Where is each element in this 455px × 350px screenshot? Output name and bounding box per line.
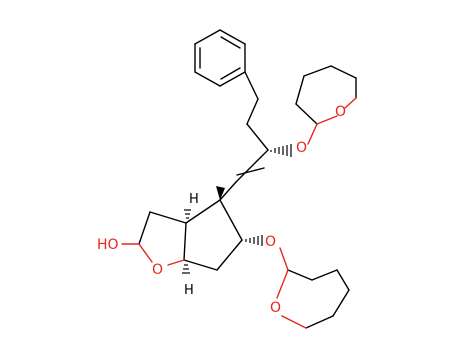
junction-hydrogen-top-label: H <box>189 192 199 207</box>
phenyl-ring <box>194 29 246 87</box>
bicyclic-core <box>121 199 243 271</box>
lower-thp-ring <box>276 247 350 329</box>
junction-hydrogen-bottom-label: H <box>184 283 194 298</box>
hashed-bond-c15-o <box>270 144 292 157</box>
thp-ring-oxygen-upper-label: O <box>335 104 346 120</box>
junction-h-hashes <box>182 209 191 274</box>
hashed-bond-c11-o <box>245 235 263 246</box>
wedge-bond-side-chain <box>216 186 225 200</box>
thp-ring-oxygen-lower-label: O <box>270 300 281 316</box>
alkene-double-bond <box>236 167 265 176</box>
ether-oxygen-upper-label: O <box>296 140 307 156</box>
upper-thp-ring <box>295 65 357 145</box>
side-chain <box>219 71 269 201</box>
ether-oxygen-lower-label: O <box>265 234 276 250</box>
hydroxyl-label: HO <box>97 237 119 253</box>
furan-oxygen-label: O <box>152 262 163 278</box>
